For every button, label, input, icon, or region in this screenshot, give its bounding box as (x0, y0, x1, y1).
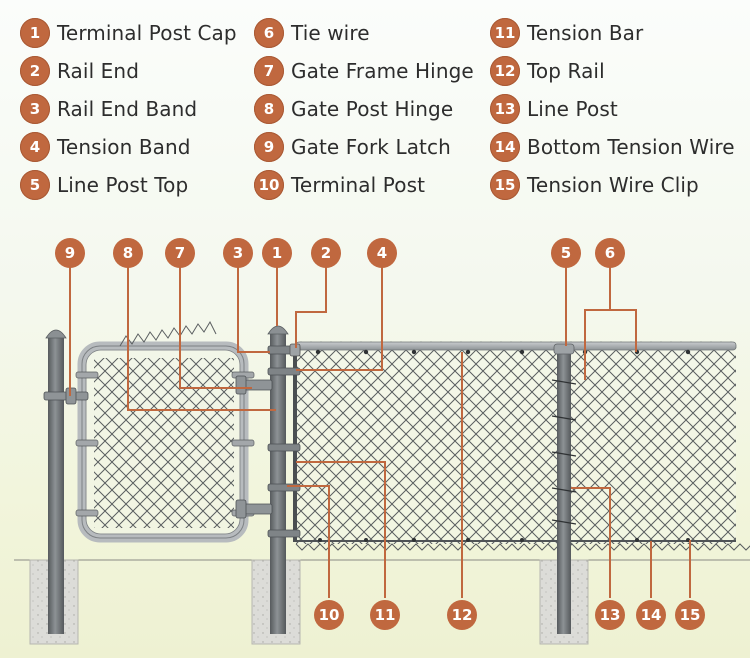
legend-label: Tension Band (57, 135, 191, 159)
legend-item-tension-bar: 11 Tension Bar (490, 17, 643, 49)
callout-number: 12 (452, 606, 473, 624)
gate-fork-latch (43, 387, 89, 405)
callout-number: 4 (377, 244, 387, 262)
legend-number-badge: 14 (490, 132, 520, 162)
legend-item-tension-wire-clip: 15 Tension Wire Clip (490, 169, 699, 201)
legend-item-rail-end: 2 Rail End (20, 55, 139, 87)
chain-link-fabric (295, 341, 750, 551)
callout-badge-7: 7 (165, 238, 195, 268)
legend-number-badge: 10 (254, 170, 284, 200)
callout-number: 10 (319, 606, 340, 624)
legend-number-badge: 2 (20, 56, 50, 86)
line-post-tie-wires (551, 379, 577, 525)
legend-item-rail-end-band: 3 Rail End Band (20, 93, 197, 125)
legend-item-terminal-post-cap: 1 Terminal Post Cap (20, 17, 237, 49)
legend-item-line-post: 13 Line Post (490, 93, 618, 125)
callout-badge-5: 5 (551, 238, 581, 268)
callout-number: 7 (175, 244, 185, 262)
callout-number: 8 (123, 244, 133, 262)
callout-badge-1: 1 (262, 238, 292, 268)
callout-badge-9: 9 (55, 238, 85, 268)
callout-badge-14: 14 (636, 600, 666, 630)
callout-badge-10: 10 (314, 600, 344, 630)
line-post-top (553, 343, 575, 355)
callout-badge-2: 2 (311, 238, 341, 268)
legend-label: Rail End (57, 59, 139, 83)
callout-badge-3: 3 (223, 238, 253, 268)
callout-number: 3 (233, 244, 243, 262)
callout-leaders (69, 266, 691, 598)
callout-badge-15: 15 (675, 600, 705, 630)
callout-badge-12: 12 (447, 600, 477, 630)
legend-number-badge: 15 (490, 170, 520, 200)
legend-item-gate-post-hinge: 8 Gate Post Hinge (254, 93, 453, 125)
callout-number: 5 (561, 244, 571, 262)
legend-number-badge: 12 (490, 56, 520, 86)
legend-item-gate-frame-hinge: 7 Gate Frame Hinge (254, 55, 474, 87)
legend-label: Terminal Post Cap (57, 21, 237, 45)
legend-item-line-post-top: 5 Line Post Top (20, 169, 188, 201)
callout-badge-4: 4 (367, 238, 397, 268)
gate-post (48, 336, 64, 634)
legend-item-tie-wire: 6 Tie wire (254, 17, 370, 49)
legend-label: Line Post Top (57, 173, 189, 197)
callout-number: 11 (375, 606, 396, 624)
legend-number-badge: 1 (20, 18, 50, 48)
legend-item-top-rail: 12 Top Rail (490, 55, 605, 87)
terminal-post (270, 332, 286, 634)
legend-label: Line Post (527, 97, 618, 121)
callout-badge-11: 11 (370, 600, 400, 630)
legend-number-badge: 11 (490, 18, 520, 48)
parts-legend: 1 Terminal Post Cap 2 Rail End 3 Rail En… (0, 0, 750, 210)
legend-item-tension-band: 4 Tension Band (20, 131, 191, 163)
legend-number-badge: 4 (20, 132, 50, 162)
tension-wire-clips (318, 538, 690, 542)
legend-number-badge: 13 (490, 94, 520, 124)
legend-item-gate-fork-latch: 9 Gate Fork Latch (254, 131, 451, 163)
line-post (557, 350, 571, 634)
terminal-post-cap (267, 325, 289, 335)
callout-number: 6 (605, 244, 615, 262)
legend-number-badge: 5 (20, 170, 50, 200)
legend-number-badge: 9 (254, 132, 284, 162)
callout-number: 15 (680, 606, 701, 624)
callout-number: 14 (641, 606, 662, 624)
legend-label: Terminal Post (291, 173, 426, 197)
legend-number-badge: 6 (254, 18, 284, 48)
callout-number: 1 (272, 244, 282, 262)
legend-label: Gate Post Hinge (291, 97, 454, 121)
legend-number-badge: 3 (20, 94, 50, 124)
legend-label: Tension Wire Clip (527, 173, 699, 197)
legend-label: Top Rail (527, 59, 605, 83)
legend-item-terminal-post: 10 Terminal Post (254, 169, 425, 201)
gate-post-cap (45, 329, 67, 339)
top-rail (295, 341, 737, 351)
legend-label: Tie wire (291, 21, 370, 45)
callout-number: 13 (600, 606, 621, 624)
legend-label: Bottom Tension Wire (527, 135, 735, 159)
callout-number: 9 (65, 244, 75, 262)
legend-label: Rail End Band (57, 97, 198, 121)
legend-number-badge: 7 (254, 56, 284, 86)
legend-label: Gate Frame Hinge (291, 59, 474, 83)
callout-badge-13: 13 (595, 600, 625, 630)
legend-number-badge: 8 (254, 94, 284, 124)
legend-label: Gate Fork Latch (291, 135, 451, 159)
gate-frame (75, 320, 255, 543)
callout-badge-8: 8 (113, 238, 143, 268)
legend-item-bottom-tension-wire: 14 Bottom Tension Wire (490, 131, 735, 163)
callout-badge-6: 6 (595, 238, 625, 268)
callout-number: 2 (321, 244, 331, 262)
legend-label: Tension Bar (527, 21, 644, 45)
